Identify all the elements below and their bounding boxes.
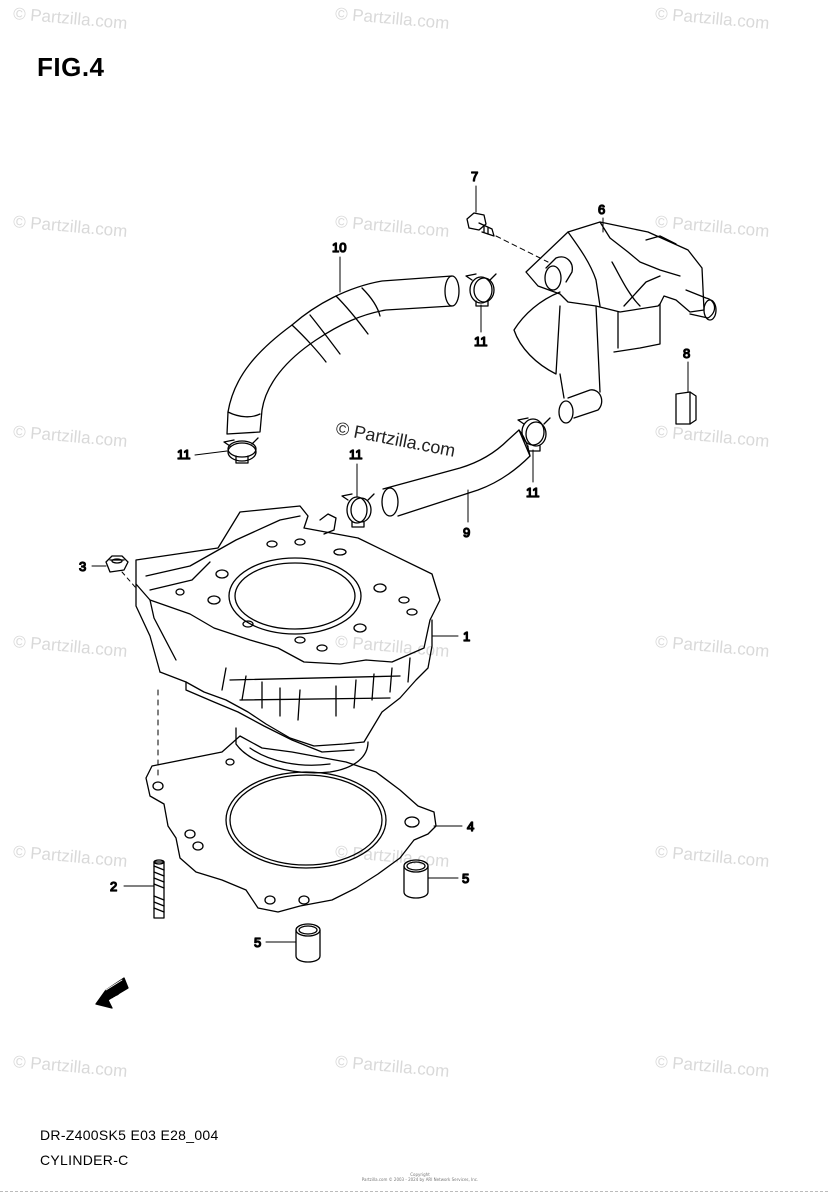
part-1-cylinder[interactable]: [135, 505, 441, 774]
callout-11: 11: [474, 334, 488, 349]
part-4-gasket[interactable]: [145, 735, 437, 913]
callout-1: 1: [463, 629, 470, 644]
part-11-clamp[interactable]: [223, 437, 259, 464]
callout-9: 9: [463, 525, 470, 540]
callout-11: 11: [526, 485, 540, 500]
part-5-dowel-pin[interactable]: [403, 859, 429, 899]
page-bottom-rule: [0, 1191, 828, 1192]
part-6-reed-valve[interactable]: [513, 221, 717, 424]
part-11-clamp[interactable]: [341, 493, 375, 528]
part-5-dowel-pin[interactable]: [295, 923, 321, 963]
fwd-arrow-icon: FWD: [95, 977, 129, 1009]
callout-4: 4: [467, 819, 474, 834]
callout-8: 8: [683, 346, 690, 361]
part-10-hose[interactable]: [226, 275, 460, 435]
diagram-name: CYLINDER-C: [40, 1152, 129, 1168]
copyright-line-2: Partzilla.com © 2003 - 2024 by ARI Netwo…: [361, 1177, 479, 1182]
part-9-hose[interactable]: [381, 429, 531, 517]
callout-6: 6: [598, 202, 605, 217]
part-7-bolt[interactable]: [466, 212, 495, 237]
part-2-stud-bolt[interactable]: [153, 859, 165, 919]
assembly-line: [121, 571, 137, 589]
callout-11: 11: [177, 447, 191, 462]
callout-11-leader: [194, 450, 228, 456]
part-8-cushion[interactable]: [675, 391, 697, 425]
callout-11: 11: [349, 447, 363, 462]
copyright-line-1: Copyright: [410, 1172, 430, 1177]
assembly-line: [495, 235, 549, 263]
part-3-nut[interactable]: [105, 555, 129, 573]
callout-7: 7: [471, 169, 478, 184]
callout-5: 5: [462, 871, 469, 886]
callout-10: 10: [332, 240, 346, 255]
callout-2: 2: [110, 879, 117, 894]
diagram-code: DR-Z400SK5 E03 E28_004: [40, 1127, 219, 1143]
figure-title: FIG.4: [37, 52, 105, 82]
callout-3: 3: [79, 559, 86, 574]
callout-5: 5: [254, 935, 261, 950]
copyright-notice: Copyright Partzilla.com © 2003 - 2024 by…: [355, 1172, 485, 1182]
part-11-clamp[interactable]: [465, 273, 497, 307]
